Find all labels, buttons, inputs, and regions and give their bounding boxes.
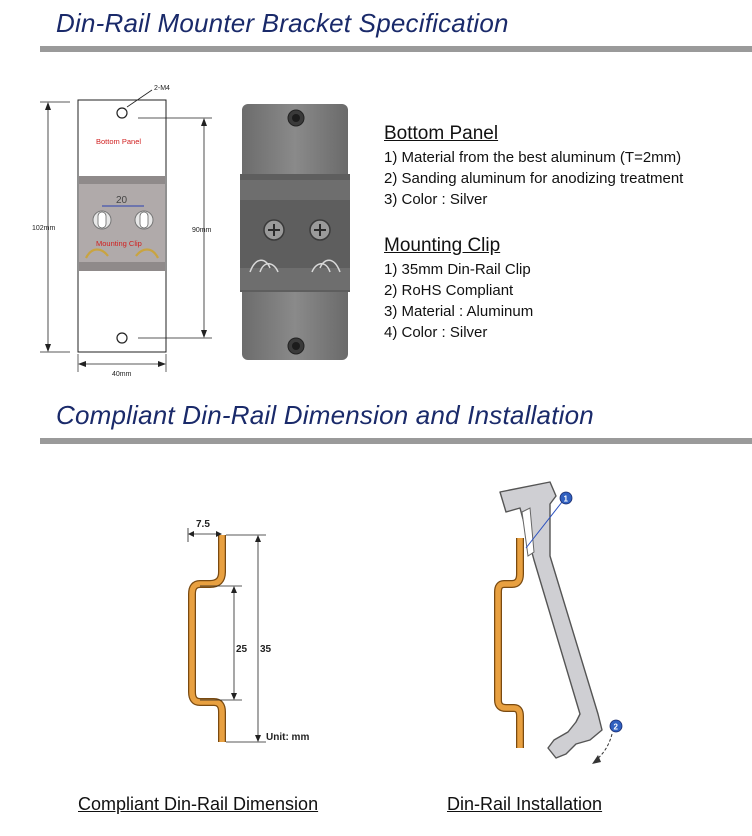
section2-rule bbox=[40, 438, 752, 444]
installation-bracket bbox=[499, 481, 603, 759]
bracket-drawing: 2-M4 Bottom Panel 20 Mounting Clip 102mm… bbox=[32, 85, 212, 378]
height-inner-label: 90mm bbox=[192, 227, 212, 234]
marker-2 bbox=[609, 719, 623, 733]
list-item: 1) Material from the best aluminum (T=2m… bbox=[384, 149, 682, 166]
inner-height-label: 25 bbox=[236, 644, 248, 655]
bottom-panel-heading: Bottom Panel bbox=[384, 123, 499, 144]
unit-label: Unit: mm bbox=[266, 732, 309, 743]
clip-label: Mounting Clip bbox=[96, 239, 142, 248]
marker-2-label: 2 bbox=[614, 723, 619, 732]
panel-label: Bottom Panel bbox=[96, 137, 141, 146]
bottom-panel-list: 1) Material from the best aluminum (T=2m… bbox=[384, 147, 683, 210]
list-item: 3) Color : Silver bbox=[384, 191, 488, 208]
total-height-label: 35 bbox=[260, 644, 272, 655]
din-rail-installation-drawing: 1 2 bbox=[494, 481, 623, 764]
list-item: 2) Sanding aluminum for anodizing treatm… bbox=[384, 170, 684, 187]
list-item: 4) Color : Silver bbox=[384, 324, 488, 341]
hole-label: 2-M4 bbox=[154, 85, 170, 92]
top-width-label: 7.5 bbox=[196, 519, 210, 530]
list-item: 1) 35mm Din-Rail Clip bbox=[384, 261, 531, 278]
dimension-caption: Compliant Din-Rail Dimension bbox=[78, 794, 319, 814]
hole-spacing-label: 20 bbox=[116, 195, 128, 206]
mounting-clip-list: 1) 35mm Din-Rail Clip 2) RoHS Compliant … bbox=[384, 259, 533, 343]
rail-profile-outline bbox=[188, 535, 226, 742]
section1-rule bbox=[40, 46, 752, 52]
installation-rail-outline bbox=[494, 538, 524, 748]
width-label: 40mm bbox=[112, 371, 132, 378]
section1-title: Din-Rail Mounter Bracket Specification bbox=[56, 8, 509, 38]
rotation-arrow bbox=[595, 733, 613, 761]
section2-title: Compliant Din-Rail Dimension and Install… bbox=[56, 400, 594, 430]
mounting-clip-heading: Mounting Clip bbox=[384, 235, 501, 256]
marker-1-label: 1 bbox=[564, 495, 569, 504]
top-hole bbox=[116, 107, 128, 119]
din-rail-dimension-drawing: 7.5 25 35 Unit: mm bbox=[187, 519, 309, 743]
bracket-photo bbox=[240, 104, 350, 360]
marker-1 bbox=[559, 491, 573, 505]
list-item: 3) Material : Aluminum bbox=[384, 303, 534, 320]
bottom-hole bbox=[116, 332, 128, 344]
height-total-label: 102mm bbox=[32, 225, 56, 232]
installation-rail bbox=[495, 538, 523, 748]
installation-caption: Din-Rail Installation bbox=[447, 794, 603, 814]
rail-profile bbox=[189, 535, 225, 742]
list-item: 2) RoHS Compliant bbox=[384, 282, 514, 299]
